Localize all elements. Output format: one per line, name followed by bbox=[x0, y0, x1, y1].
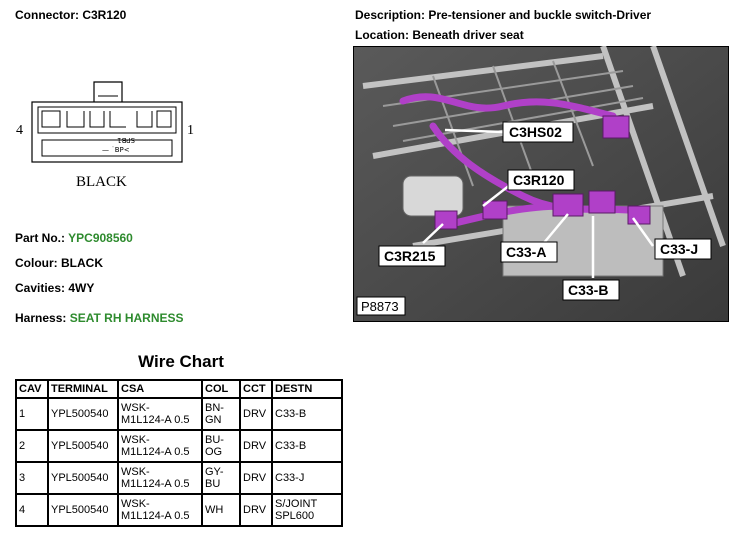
part-no-label: Part No.: bbox=[15, 231, 66, 245]
cell-cav: 1 bbox=[15, 397, 49, 431]
header-cav: CAV bbox=[15, 379, 49, 399]
cell-destn-line: C33-B bbox=[275, 440, 307, 452]
cell-cav: 4 bbox=[15, 493, 49, 527]
wire-chart-header-row: CAV TERMINAL CSA COL CCT DESTN bbox=[15, 379, 343, 399]
description-text: Description: Pre-tensioner and buckle sw… bbox=[355, 8, 652, 22]
cell-csa-line: WSK- bbox=[121, 466, 150, 478]
connector-label: Connector: C3R120 bbox=[15, 8, 127, 22]
header-terminal: TERMINAL bbox=[47, 379, 119, 399]
svg-text:— ˙BP<: — ˙BP< bbox=[102, 146, 130, 154]
cell-cav: 3 bbox=[15, 461, 49, 495]
cell-csa: WSK-M1L124-A 0.5 bbox=[117, 493, 203, 527]
cell-col: WH bbox=[201, 493, 241, 527]
cell-cav: 2 bbox=[15, 429, 49, 463]
cell-col: GY-BU bbox=[201, 461, 241, 495]
callout-c33-j: C33-J bbox=[660, 241, 698, 257]
header-destn: DESTN bbox=[271, 379, 343, 399]
photo-ref: P8873 bbox=[361, 299, 399, 314]
header-cct: CCT bbox=[239, 379, 273, 399]
table-row: 4 YPL500540 WSK-M1L124-A 0.5 WH DRV S/JO… bbox=[15, 493, 343, 527]
cell-csa: WSK-M1L124-A 0.5 bbox=[117, 397, 203, 431]
cell-csa-line: WSK- bbox=[121, 434, 150, 446]
cell-csa-line: M1L124-A 0.5 bbox=[121, 446, 190, 458]
cell-col-line: GN bbox=[205, 414, 222, 426]
cell-col-line: BU- bbox=[205, 434, 224, 446]
wire-chart-title: Wire Chart bbox=[138, 352, 224, 371]
cell-terminal: YPL500540 bbox=[47, 461, 119, 495]
cell-cct: DRV bbox=[239, 461, 273, 495]
cell-csa-line: WSK- bbox=[121, 402, 150, 414]
part-no-row: Part No.: YPC908560 bbox=[15, 231, 133, 245]
cell-csa-line: M1L124-A 0.5 bbox=[121, 510, 190, 522]
part-no-value: YPC908560 bbox=[68, 231, 133, 245]
connector-colour-caption: BLACK bbox=[76, 174, 127, 190]
colour-text: Colour: BLACK bbox=[15, 256, 103, 270]
cell-col-line: WH bbox=[205, 504, 224, 516]
header-csa: CSA bbox=[117, 379, 203, 399]
cell-terminal: YPL500540 bbox=[47, 429, 119, 463]
table-row: 2 YPL500540 WSK-M1L124-A 0.5 BU-OG DRV C… bbox=[15, 429, 343, 463]
harness-row: Harness: SEAT RH HARNESS bbox=[15, 311, 184, 325]
cell-csa-line: M1L124-A 0.5 bbox=[121, 478, 190, 490]
table-row: 3 YPL500540 WSK-M1L124-A 0.5 GY-BU DRV C… bbox=[15, 461, 343, 495]
callout-c3r120: C3R120 bbox=[513, 172, 565, 188]
cell-col-line: BU bbox=[205, 478, 221, 490]
cell-terminal: YPL500540 bbox=[47, 397, 119, 431]
harness-value: SEAT RH HARNESS bbox=[69, 311, 184, 325]
pin-right-number: 1 bbox=[187, 123, 194, 138]
cavities-text: Cavities: 4WY bbox=[15, 281, 95, 295]
cell-col-line: OG bbox=[205, 446, 223, 458]
cell-destn-line: S/JOINT bbox=[275, 498, 318, 510]
cell-destn-line: C33-J bbox=[275, 472, 305, 484]
cell-col-line: BN- bbox=[205, 402, 224, 414]
cell-csa: WSK-M1L124-A 0.5 bbox=[117, 429, 203, 463]
cell-destn: C33-B bbox=[271, 429, 343, 463]
location-text: Location: Beneath driver seat bbox=[355, 28, 524, 42]
callout-c33-a: C33-A bbox=[506, 244, 546, 260]
cell-destn: C33-B bbox=[271, 397, 343, 431]
svg-text:SPB1: SPB1 bbox=[117, 136, 135, 144]
cell-csa-line: WSK- bbox=[121, 498, 150, 510]
cell-col: BN-GN bbox=[201, 397, 241, 431]
cell-cct: DRV bbox=[239, 493, 273, 527]
header-col: COL bbox=[201, 379, 241, 399]
cell-cct: DRV bbox=[239, 397, 273, 431]
harness-label: Harness: bbox=[15, 311, 67, 325]
cell-csa-line: M1L124-A 0.5 bbox=[121, 414, 190, 426]
wire-chart-table: CAV TERMINAL CSA COL CCT DESTN 1 YPL5005… bbox=[15, 379, 343, 527]
cell-csa: WSK-M1L124-A 0.5 bbox=[117, 461, 203, 495]
cell-destn-line: SPL600 bbox=[275, 510, 315, 522]
connector-face-drawing: 4 1 SPB1 — ˙BP< BLACK bbox=[16, 81, 194, 190]
pin-left-number: 4 bbox=[16, 123, 23, 138]
cell-cct: DRV bbox=[239, 429, 273, 463]
table-row: 1 YPL500540 WSK-M1L124-A 0.5 BN-GN DRV C… bbox=[15, 397, 343, 431]
cell-destn-line: C33-B bbox=[275, 408, 307, 420]
cell-destn: C33-J bbox=[271, 461, 343, 495]
cell-terminal: YPL500540 bbox=[47, 493, 119, 527]
location-photo: C3HS02 C3R120 C3R215 C33-A C33-J C33-B P… bbox=[353, 46, 729, 322]
callout-c3r215: C3R215 bbox=[384, 248, 436, 264]
cell-col: BU-OG bbox=[201, 429, 241, 463]
cell-col-line: GY- bbox=[205, 466, 224, 478]
callout-c3hs02: C3HS02 bbox=[509, 124, 562, 140]
callout-c33-b: C33-B bbox=[568, 282, 608, 298]
